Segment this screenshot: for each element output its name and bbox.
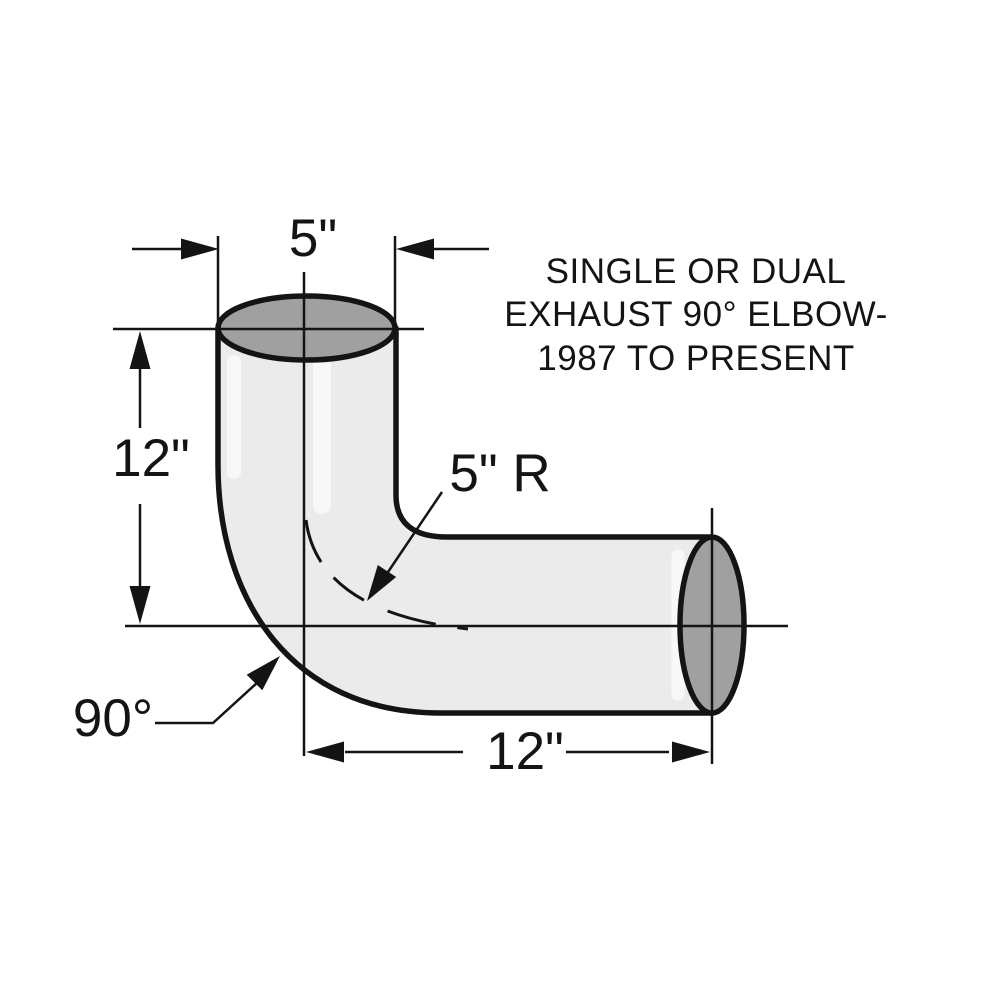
arrow-left-icon: [396, 238, 434, 260]
top-diameter-label: 5": [289, 209, 337, 268]
outlet-length-label: 12": [486, 722, 564, 781]
title-line-1: SINGLE OR DUAL: [546, 252, 847, 291]
bend-angle-label: 90°: [73, 689, 153, 748]
callout-bend-angle: 90°: [73, 656, 280, 748]
dimension-inlet-height: 12": [112, 331, 190, 624]
title-line-2: EXHAUST 90° ELBOW-: [504, 295, 888, 334]
arrow-down-icon: [129, 586, 151, 624]
dimension-outlet-length: 12": [306, 722, 710, 781]
arrow-up-right-icon: [246, 656, 280, 691]
leader-line: [155, 681, 259, 725]
arrow-up-icon: [129, 331, 151, 369]
leader-line: [386, 491, 444, 573]
arrow-left-icon: [306, 741, 344, 763]
arrow-right-icon: [181, 238, 219, 260]
bend-radius-label: 5" R: [449, 444, 550, 503]
inlet-height-label: 12": [112, 429, 190, 488]
elbow-pipe-body: [215, 325, 715, 716]
diagram-title: SINGLE OR DUAL EXHAUST 90° ELBOW- 1987 T…: [504, 252, 888, 378]
bend-radius-arc: [304, 519, 469, 631]
dimension-top-diameter: 5": [132, 209, 489, 326]
arrow-right-icon: [672, 741, 710, 763]
arrow-down-left-icon: [367, 565, 397, 601]
callout-bend-radius: 5" R: [367, 444, 551, 601]
title-line-3: 1987 TO PRESENT: [537, 339, 854, 378]
